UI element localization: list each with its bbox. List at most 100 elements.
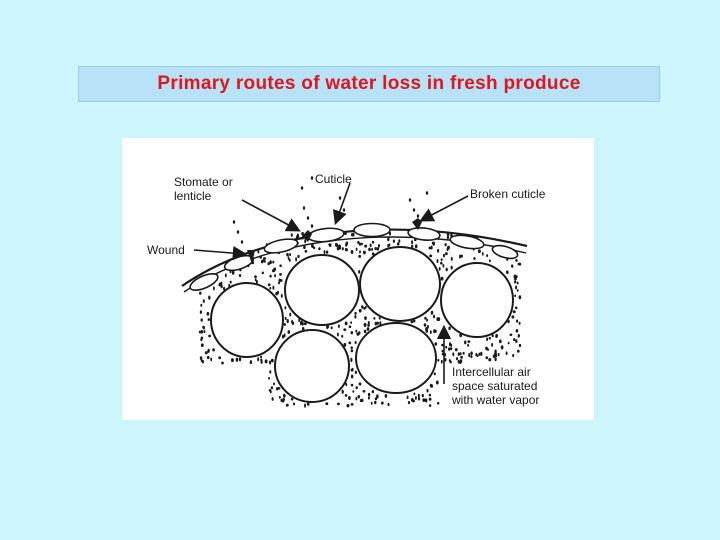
stipple-dot bbox=[260, 259, 264, 264]
stipple-dot bbox=[434, 342, 438, 346]
stipple-dot bbox=[358, 382, 362, 386]
stipple-dot bbox=[374, 397, 378, 401]
stipple-dot bbox=[514, 276, 517, 281]
stipple-dot bbox=[206, 311, 210, 316]
stipple-dot bbox=[238, 357, 242, 362]
stipple-dot bbox=[323, 250, 326, 255]
stipple-dot bbox=[414, 244, 418, 249]
stipple-dot bbox=[285, 403, 289, 407]
stipple-dot bbox=[360, 398, 364, 403]
stipple-dot bbox=[199, 291, 202, 295]
stipple-dot bbox=[350, 321, 353, 324]
stipple-dot bbox=[230, 358, 234, 363]
stipple-dot bbox=[367, 396, 370, 400]
stipple-dot bbox=[448, 347, 451, 351]
stipple-dot bbox=[271, 397, 274, 401]
stipple-dot bbox=[275, 387, 279, 391]
stipple-dot bbox=[376, 394, 379, 399]
stipple-dot bbox=[343, 328, 347, 332]
stipple-dot bbox=[430, 310, 434, 315]
stipple-dot bbox=[207, 318, 211, 321]
stipple-dot bbox=[498, 339, 502, 344]
parenchyma-cell bbox=[284, 254, 360, 326]
stipple-dot bbox=[326, 325, 330, 329]
stipple-dot bbox=[450, 256, 453, 261]
stipple-dot bbox=[200, 318, 203, 322]
stipple-dot bbox=[268, 376, 270, 380]
epidermal-cell bbox=[263, 238, 299, 254]
stipple-dot bbox=[344, 232, 347, 235]
stipple-dot bbox=[412, 319, 416, 323]
stipple-dot bbox=[272, 260, 275, 264]
stipple-dot bbox=[454, 348, 458, 352]
stipple-dot bbox=[301, 321, 304, 326]
stipple-dot bbox=[336, 332, 339, 337]
stipple-dot bbox=[325, 250, 329, 254]
stipple-dot bbox=[428, 246, 432, 250]
stipple-dot bbox=[350, 331, 354, 335]
stipple-dot bbox=[516, 319, 519, 323]
stipple-dot bbox=[486, 254, 489, 258]
stipple-dot bbox=[359, 242, 361, 246]
stipple-dot bbox=[512, 310, 516, 314]
stipple-dot bbox=[207, 348, 210, 353]
stipple-dot bbox=[459, 352, 462, 356]
stipple-dot bbox=[428, 393, 432, 397]
stipple-dot bbox=[221, 361, 224, 365]
stipple-dot bbox=[344, 247, 347, 252]
stipple-dot bbox=[491, 342, 494, 347]
wound-gap bbox=[247, 250, 255, 264]
stipple-dot bbox=[440, 258, 443, 262]
stipple-dot bbox=[511, 264, 514, 268]
stipple-dot bbox=[515, 258, 518, 262]
stipple-dot bbox=[303, 322, 307, 326]
label-stomate-line2: lenticle bbox=[174, 189, 212, 203]
stipple-dot bbox=[206, 356, 210, 360]
stipple-dot bbox=[517, 333, 520, 338]
stipple-dot bbox=[396, 242, 400, 246]
stipple-dot bbox=[341, 334, 344, 338]
stipple-dot bbox=[507, 341, 510, 345]
stipple-dot bbox=[430, 384, 434, 388]
stipple-dot bbox=[424, 316, 427, 320]
stipple-dot bbox=[467, 340, 471, 343]
stipple-dot bbox=[371, 240, 375, 244]
stipple-dot bbox=[417, 393, 420, 398]
epidermal-cells bbox=[189, 222, 519, 292]
stipple-dot bbox=[267, 283, 271, 287]
stipple-dot bbox=[387, 402, 390, 407]
vapor-dot bbox=[425, 191, 429, 195]
vapor-dot bbox=[416, 214, 420, 218]
stipple-dot bbox=[312, 246, 316, 250]
stipple-dot bbox=[374, 247, 377, 251]
stipple-dot bbox=[210, 357, 213, 362]
stipple-dot bbox=[437, 401, 440, 405]
wound-arrow bbox=[193, 245, 248, 261]
stipple-dot bbox=[325, 402, 329, 406]
stipple-dot bbox=[362, 389, 366, 393]
stipple-dot bbox=[439, 261, 443, 265]
stipple-dot bbox=[446, 235, 450, 240]
stipple-dot bbox=[357, 240, 360, 245]
stipple-dot bbox=[213, 286, 215, 291]
stipple-dot bbox=[362, 250, 366, 255]
stipple-dot bbox=[366, 327, 370, 331]
stipple-dot bbox=[500, 345, 504, 350]
stipple-dot bbox=[364, 316, 367, 320]
stipple-dot bbox=[354, 340, 357, 345]
stipple-dot bbox=[473, 257, 476, 260]
stipple-dot bbox=[376, 247, 380, 251]
stipple-dot bbox=[289, 253, 292, 257]
stipple-dot bbox=[273, 267, 276, 273]
stipple-dot bbox=[344, 394, 348, 397]
stipple-dot bbox=[380, 401, 384, 405]
stipple-dot bbox=[377, 244, 381, 248]
stomate-arrow bbox=[241, 199, 301, 232]
stipple-dot bbox=[343, 342, 347, 347]
stipple-dot bbox=[279, 272, 282, 276]
stipple-dot bbox=[276, 290, 280, 295]
stipple-dot bbox=[374, 400, 377, 405]
epidermal-cell bbox=[307, 227, 345, 243]
stipple-dot bbox=[330, 326, 333, 330]
stipple-dot bbox=[304, 249, 308, 253]
